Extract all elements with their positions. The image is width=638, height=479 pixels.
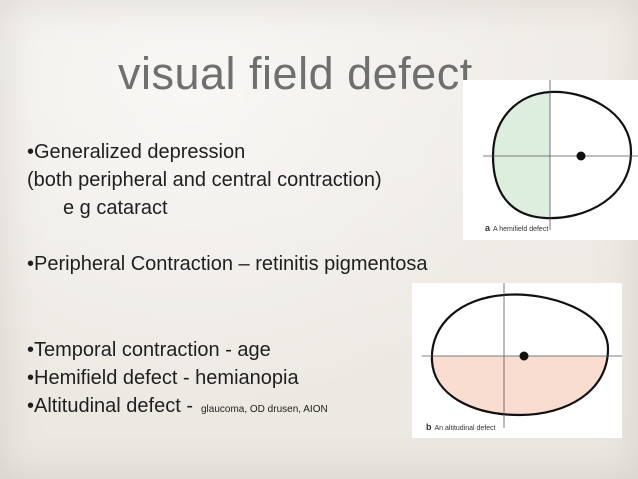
hemifield-defect-diagram [483,80,638,230]
altitudinal-defect-diagram [422,283,622,428]
altitudinal-blind-spot [519,351,529,361]
bullet-generalized-depression: •Generalized depression [27,141,246,163]
bullet-altitudinal-defect: •Altitudinal defect - glaucoma, OD drusen… [27,395,328,418]
bullet-peripheral-contraction: •Peripheral Contraction – retinitis pigm… [27,253,428,275]
bullet-hemifield-defect: •Hemifield defect - hemianopia [27,367,299,389]
hemifield-blind-spot [576,151,586,161]
hemifield-shaded-region [493,92,550,219]
hemifield-visual-field-outline [491,90,633,220]
bullet-temporal-contraction: •Temporal contraction - age [27,339,271,361]
bullet-altitudinal-label: •Altitudinal defect - [27,395,193,417]
altitudinal-shaded-region [431,356,608,415]
bullet-generalized-example: e g cataract [63,197,168,219]
altitudinal-note: glaucoma, OD drusen, AION [200,404,328,415]
bullet-generalized-detail: (both peripheral and central contraction… [27,169,382,191]
altitudinal-visual-field-outline [430,293,610,417]
slide-title: visual field defect [118,48,473,99]
